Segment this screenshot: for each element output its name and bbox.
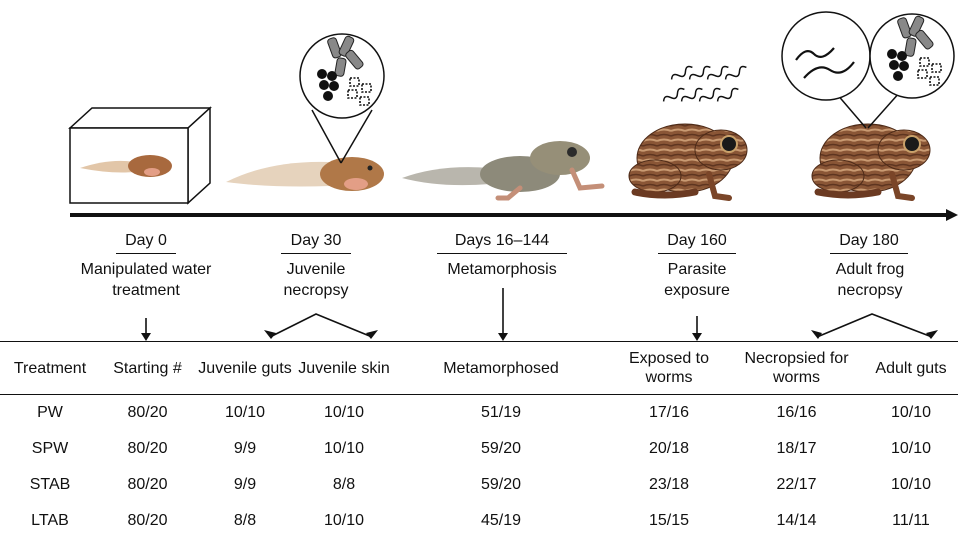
table-cell: 59/20	[393, 467, 609, 503]
juvenile-tadpole-icon	[226, 157, 384, 191]
adult-frog-necropsy-icon	[812, 124, 930, 198]
table-cell: 18/17	[729, 431, 864, 467]
connector-arrowheads	[141, 330, 938, 341]
day-0-label: Day 0	[116, 231, 176, 254]
table-cell: LTAB	[0, 503, 100, 539]
table-cell: 16/16	[729, 395, 864, 432]
table-cell: 8/8	[295, 467, 393, 503]
table-cell: 23/18	[609, 467, 729, 503]
table-row: STAB 80/20 9/9 8/8 59/20 23/18 22/17 10/…	[0, 467, 958, 503]
header-treatment: Treatment	[0, 342, 100, 395]
metamorphosing-frog-icon	[402, 141, 602, 198]
table-cell: 15/15	[609, 503, 729, 539]
table-cell: 22/17	[729, 467, 864, 503]
header-starting: Starting #	[100, 342, 195, 395]
table-cell: 10/10	[295, 395, 393, 432]
table-cell: 9/9	[195, 431, 295, 467]
day-30-label: Day 30	[281, 231, 351, 254]
table-cell: 10/10	[295, 503, 393, 539]
table-cell: PW	[0, 395, 100, 432]
table-cell: 59/20	[393, 431, 609, 467]
table-cell: 10/10	[864, 467, 958, 503]
stage-connectors	[146, 288, 932, 337]
table-cell: 80/20	[100, 467, 195, 503]
table-cell: 10/10	[864, 431, 958, 467]
water-tank-icon	[70, 108, 210, 203]
table-cell: 17/16	[609, 395, 729, 432]
day-160-description: Parasite exposure	[647, 259, 747, 301]
day-180-label: Day 180	[830, 231, 908, 254]
table-row: LTAB 80/20 8/8 10/10 45/19 15/15 14/14 1…	[0, 503, 958, 539]
day-160-label: Day 160	[658, 231, 736, 254]
header-metamorphosed: Metamorphosed	[393, 342, 609, 395]
table-cell: SPW	[0, 431, 100, 467]
timeline-arrowhead	[946, 209, 958, 221]
day-0-description: Manipulated water treatment	[76, 259, 216, 301]
table-cell: 14/14	[729, 503, 864, 539]
day-30-description: Juvenile necropsy	[266, 259, 366, 301]
parasite-worms-icon	[662, 65, 748, 104]
header-juvenile-skin: Juvenile skin	[295, 342, 393, 395]
adult-frog-icon	[629, 124, 747, 198]
table-cell: STAB	[0, 467, 100, 503]
table-header-row: Treatment Starting # Juvenile guts Juven…	[0, 342, 958, 395]
day-180-description: Adult frog necropsy	[820, 259, 920, 301]
header-necropsied: Necropsied for worms	[729, 342, 864, 395]
table-cell: 10/10	[864, 395, 958, 432]
table-cell: 80/20	[100, 431, 195, 467]
header-exposed: Exposed to worms	[609, 342, 729, 395]
metamorphosis-description: Metamorphosis	[427, 259, 577, 280]
table-cell: 20/18	[609, 431, 729, 467]
days-16-144-label: Days 16–144	[437, 231, 567, 254]
treatment-table: Treatment Starting # Juvenile guts Juven…	[0, 341, 958, 539]
table-row: PW 80/20 10/10 10/10 51/19 17/16 16/16 1…	[0, 395, 958, 432]
table-cell: 9/9	[195, 467, 295, 503]
header-adult-guts: Adult guts	[864, 342, 958, 395]
worm-callout	[782, 12, 870, 128]
adult-gut-microbes-callout	[868, 14, 954, 128]
gut-microbes-callout	[300, 34, 384, 163]
table-cell: 8/8	[195, 503, 295, 539]
table-cell: 10/10	[195, 395, 295, 432]
table-cell: 45/19	[393, 503, 609, 539]
table-cell: 10/10	[295, 431, 393, 467]
table-cell: 11/11	[864, 503, 958, 539]
table-cell: 80/20	[100, 395, 195, 432]
header-juvenile-guts: Juvenile guts	[195, 342, 295, 395]
table-cell: 51/19	[393, 395, 609, 432]
table-cell: 80/20	[100, 503, 195, 539]
table-row: SPW 80/20 9/9 10/10 59/20 20/18 18/17 10…	[0, 431, 958, 467]
